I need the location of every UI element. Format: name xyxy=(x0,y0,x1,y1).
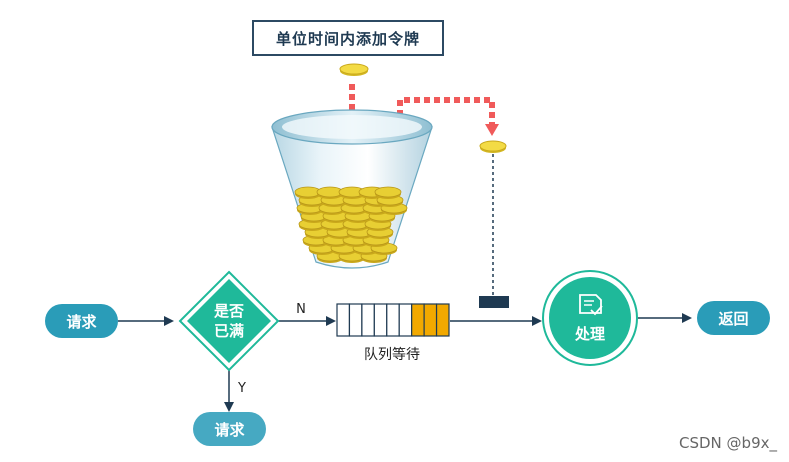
decision-label-line2: 已满 xyxy=(214,322,244,340)
request-rejected-node: 请求 xyxy=(193,412,266,446)
document-check-icon xyxy=(579,294,603,316)
edge-yes-label: Y xyxy=(237,381,246,396)
token-coin xyxy=(374,186,402,198)
request-in-node: 请求 xyxy=(45,304,118,338)
process-node: 处理 xyxy=(542,270,638,366)
token-rate-title: 单位时间内添加令牌 xyxy=(252,20,444,56)
token-gate xyxy=(479,296,509,308)
overflow-token xyxy=(479,140,507,153)
queue-label: 队列等待 xyxy=(364,346,420,363)
decision-full-check: 是否 已满 xyxy=(178,270,280,372)
decision-label-line1: 是否 xyxy=(213,302,244,320)
queue-slot xyxy=(435,303,450,337)
queue-slot xyxy=(423,303,438,337)
queue-slot xyxy=(348,303,363,337)
return-node: 返回 xyxy=(697,301,770,335)
token-bucket xyxy=(271,109,433,269)
queue-slot xyxy=(411,303,425,337)
queue-slot xyxy=(386,303,400,337)
token-pile xyxy=(294,186,408,263)
wait-queue xyxy=(336,303,450,337)
queue-slot xyxy=(361,303,375,337)
queue-slot xyxy=(373,303,388,337)
edge-no-label: N xyxy=(296,302,306,317)
queue-slot xyxy=(398,303,413,337)
watermark: CSDN @b9x_ xyxy=(679,434,777,452)
falling-token xyxy=(339,63,369,76)
queue-slot xyxy=(336,303,351,337)
process-label: 处理 xyxy=(574,325,605,343)
